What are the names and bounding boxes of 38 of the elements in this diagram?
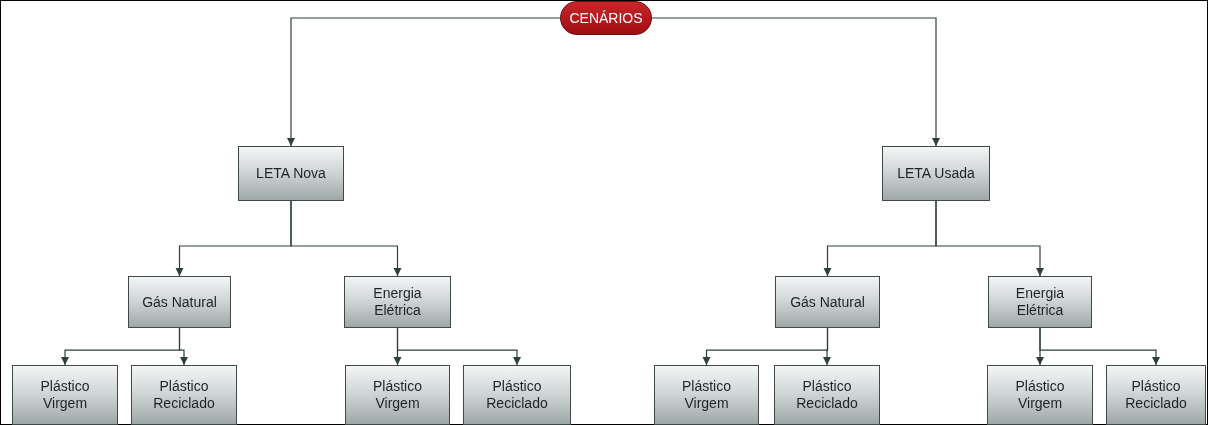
process-box [654, 365, 759, 425]
root-node [560, 1, 652, 35]
process-box [238, 146, 344, 201]
process-box [987, 365, 1093, 425]
node-label: Plástico Reciclado [795, 378, 859, 412]
process-box [1106, 365, 1206, 425]
node-label: Energia Elétrica [1014, 285, 1066, 319]
node-label: Plástico Virgem [1014, 378, 1066, 412]
arrow [396, 327, 522, 366]
process-box [344, 276, 451, 328]
arrow [290, 200, 402, 277]
node-label: Plástico Virgem [39, 378, 91, 412]
node-label: Plástico Reciclado [152, 378, 216, 412]
arrow [822, 327, 832, 366]
arrow [1039, 327, 1161, 366]
node-label: Plástico Reciclado [1124, 378, 1188, 412]
arrow [178, 327, 189, 366]
process-box [463, 365, 571, 425]
node-label: Gás Natural [142, 293, 217, 311]
arrow [286, 17, 561, 147]
node-label: Plástico Reciclado [485, 378, 549, 412]
process-box [345, 365, 450, 425]
process-box [882, 146, 990, 201]
process-box [131, 365, 237, 425]
node-label: Energia Elétrica [372, 285, 423, 319]
process-box [128, 276, 231, 328]
arrow [651, 17, 941, 147]
node-label: Plástico Virgem [681, 378, 732, 412]
process-box [775, 276, 880, 328]
node-label: LETA Nova [256, 165, 326, 182]
process-box [988, 276, 1092, 328]
process-box [774, 365, 880, 425]
node-label: Gás Natural [790, 293, 865, 311]
node-label: Plástico Virgem [372, 378, 423, 412]
arrow [935, 200, 1045, 277]
process-box [12, 365, 118, 425]
node-label: CENÁRIOS [569, 9, 643, 27]
node-label: LETA Usada [897, 165, 975, 182]
